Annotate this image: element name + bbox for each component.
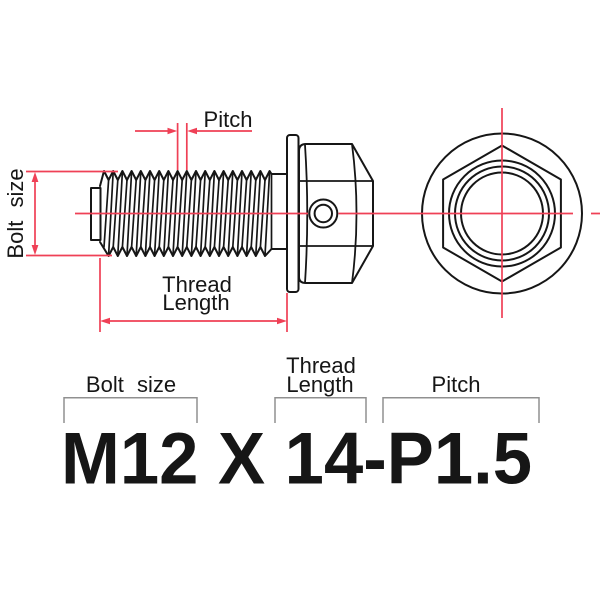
dimension-lines	[26, 108, 600, 332]
arrow-up-icon	[31, 172, 39, 182]
safety-wire-hole-outer	[308, 198, 339, 229]
thread-length-label-line2: Length	[162, 290, 229, 315]
thread-top-profile	[99, 170, 288, 187]
pitch-bracket	[382, 397, 540, 423]
thread-length-label-line1: Thread	[162, 272, 232, 297]
arrow-right-icon	[167, 127, 178, 135]
drawing-labels: Pitch Bolt size Thread Length	[3, 107, 252, 315]
arrow-right-icon	[277, 317, 287, 325]
bolt-size-caption: Bolt size	[86, 372, 176, 397]
pitch-label: Pitch	[204, 107, 253, 132]
bolt-size-bracket	[63, 397, 198, 423]
hex-head-facet-lines	[299, 180, 373, 247]
thread-length-bracket	[274, 397, 367, 423]
arrow-left-icon	[187, 127, 197, 135]
bolt-size-dimension-lines	[26, 170, 118, 257]
pitch-dimension-lines	[135, 123, 252, 170]
thread-length-dimension-lines	[99, 258, 288, 332]
pitch-caption: Pitch	[432, 372, 481, 397]
thread-caption-line2: Length	[286, 372, 353, 397]
arrow-down-icon	[31, 245, 39, 255]
spec-explanation: Bolt size Thread Length Pitch M12 X 14-P…	[61, 353, 540, 500]
safety-wire-hole-inner	[313, 203, 333, 224]
bolt-size-label: Bolt size	[3, 168, 28, 258]
arrow-left-icon	[100, 317, 110, 325]
hex-head-side-outline	[298, 143, 374, 284]
spec-formula: M12 X 14-P1.5	[61, 419, 532, 500]
thread-caption-line1: Thread	[286, 353, 356, 378]
